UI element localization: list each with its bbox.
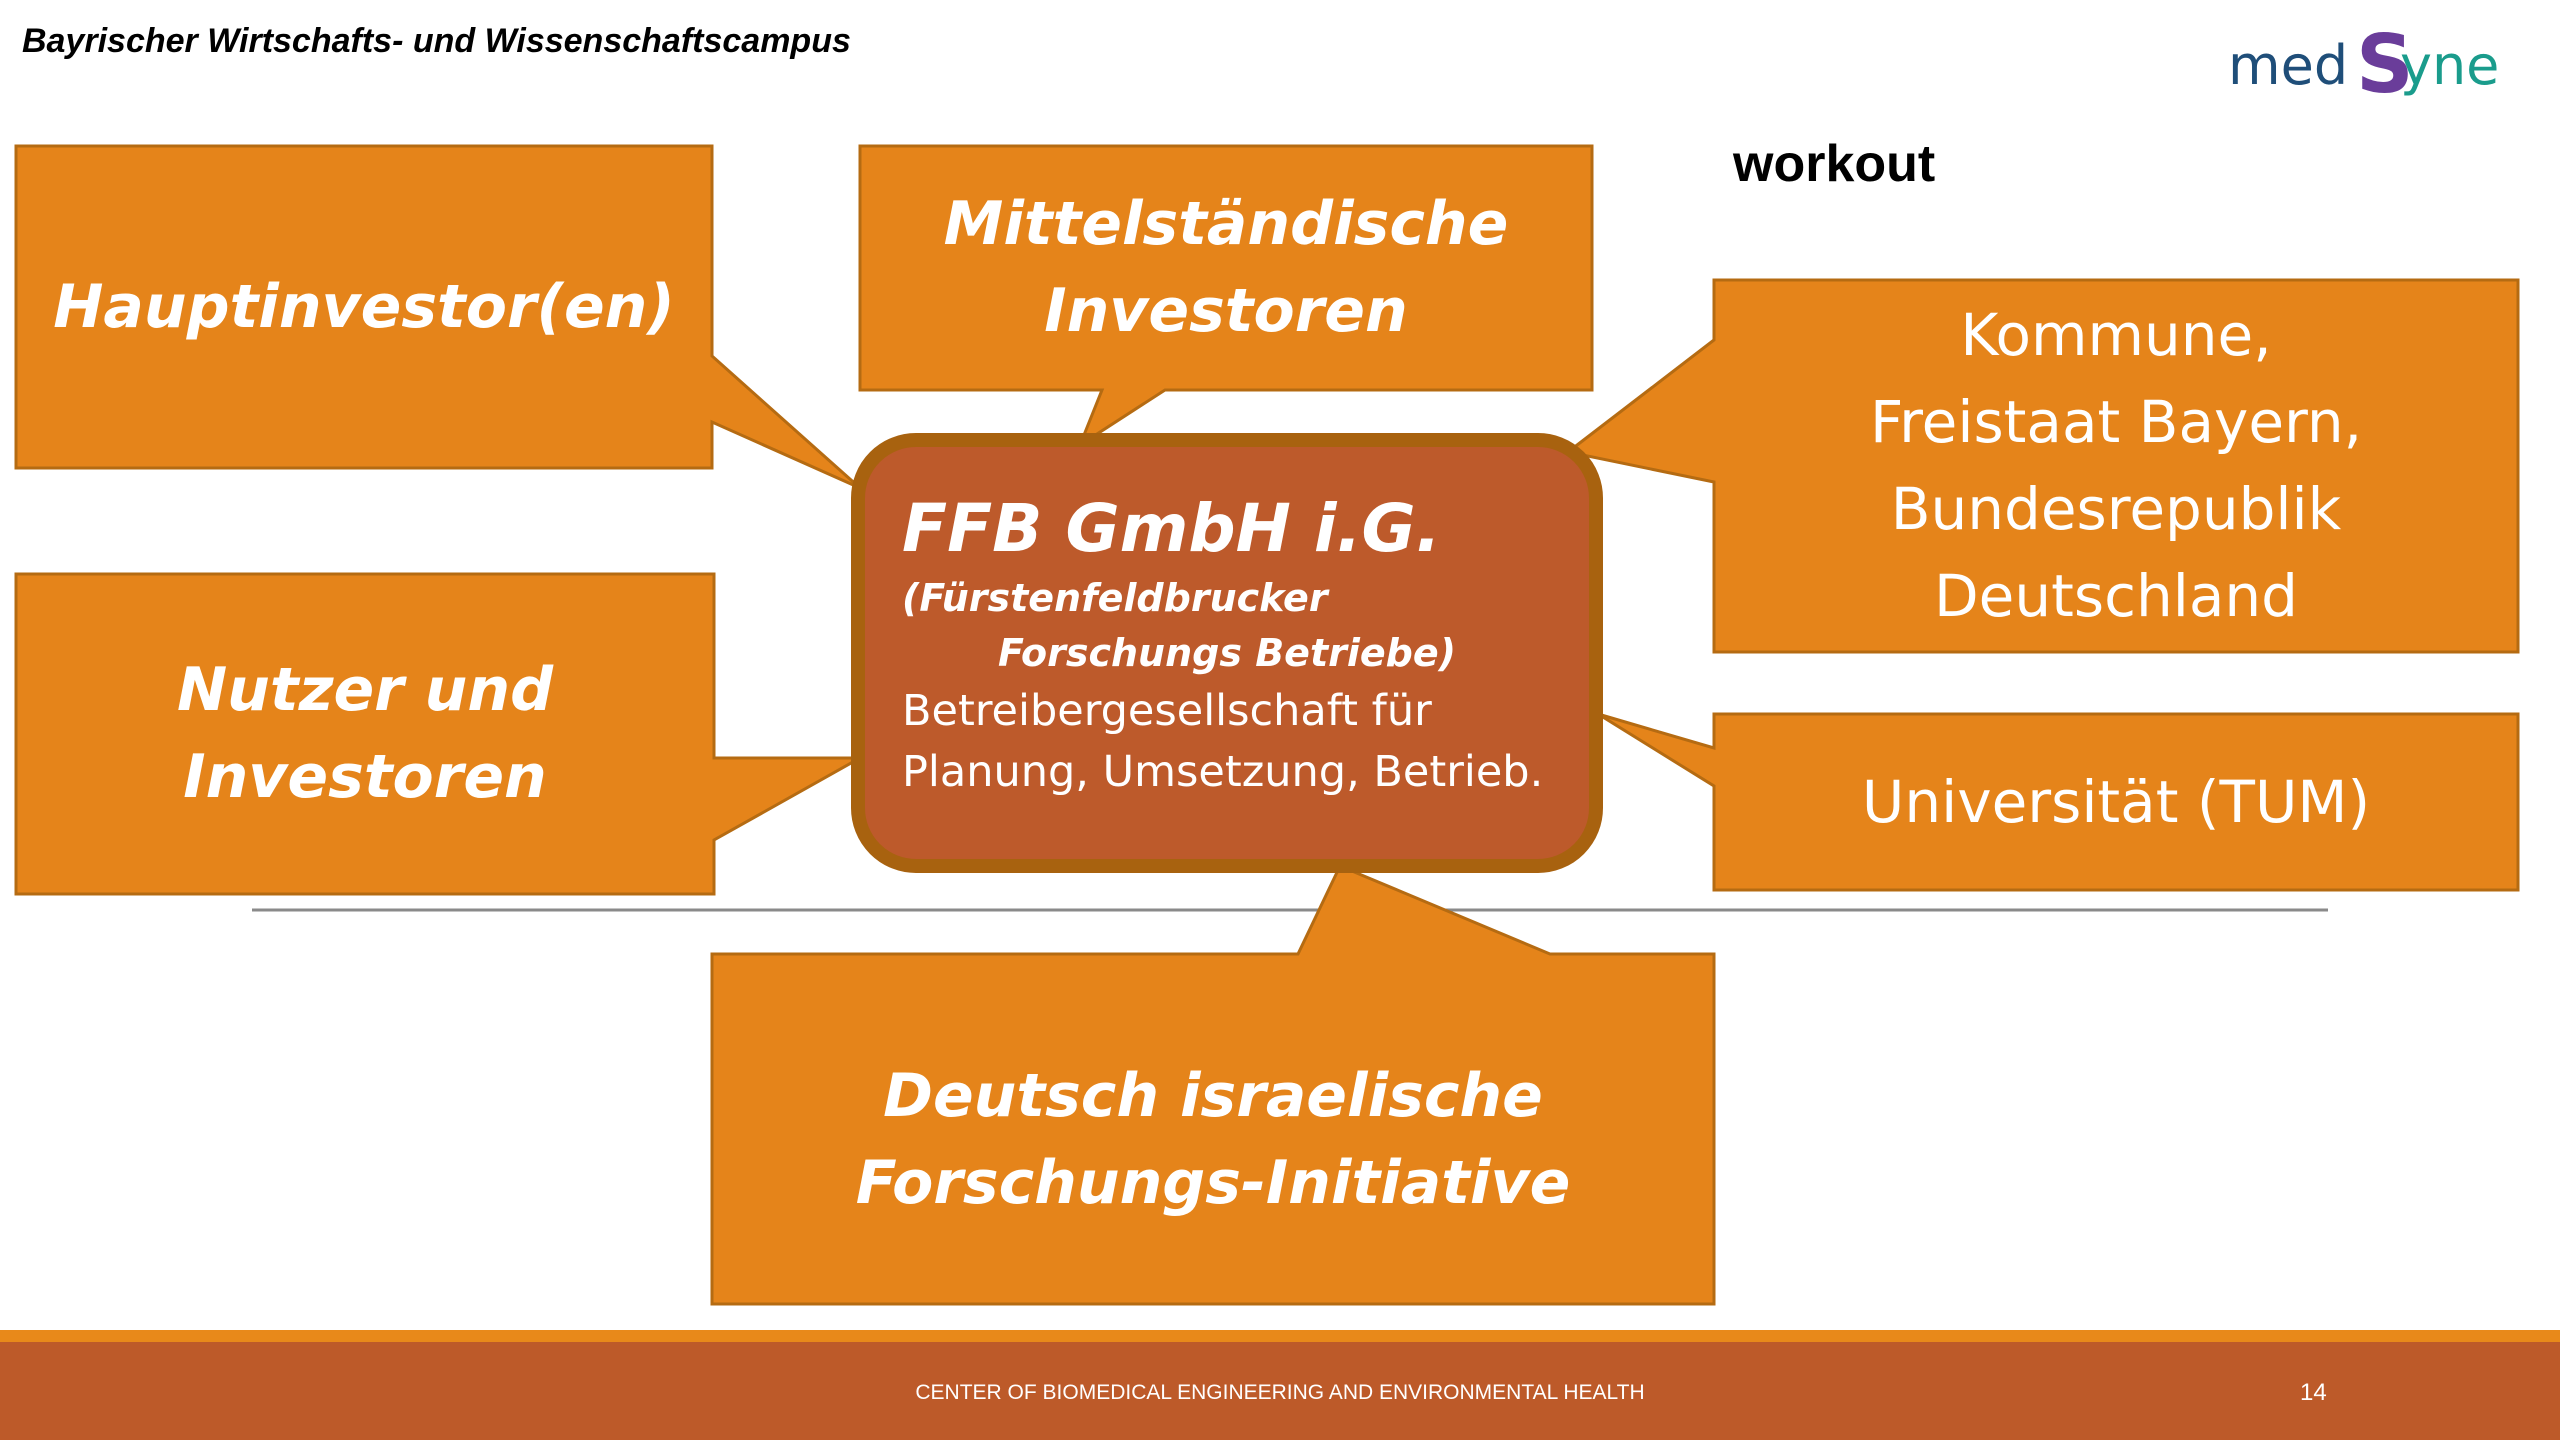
- label-hauptinvestor: Hauptinvestor(en): [53, 271, 675, 342]
- label-deutsch-israelische: Deutsch israelische Forschungs-Initiativ…: [855, 1061, 1571, 1218]
- label-kommune: Kommune, Freistaat Bayern, Bundesrepubli…: [1869, 301, 2363, 630]
- header-title: Bayrischer Wirtschafts- und Wissenschaft…: [22, 22, 851, 60]
- callout-mittelstaendische: [858, 144, 1594, 449]
- center-title: FFB GmbH i.G.: [902, 490, 1441, 567]
- workout-label: workout: [1733, 135, 1936, 193]
- center-subtitle-line1: (Fürstenfeldbrucker: [902, 575, 1328, 620]
- footer-accent-bar: [0, 1330, 2560, 1342]
- footer-bar: [0, 1342, 2560, 1440]
- svg-text:yne: yne: [2400, 34, 2499, 97]
- callout-nutzer: [14, 572, 866, 896]
- callout-deutsch-israelische: [710, 864, 1716, 1306]
- callout-kommune: [1564, 278, 2520, 654]
- center-subtitle-line2: Forschungs Betriebe): [998, 630, 1456, 675]
- page-number: 14: [2300, 1379, 2327, 1406]
- callout-hauptinvestor: [14, 144, 861, 490]
- callout-universitaet: [1597, 712, 2520, 892]
- medsyne-logo: med S yne: [2228, 18, 2499, 111]
- label-nutzer: Nutzer und Investoren: [176, 655, 554, 812]
- svg-text:S: S: [2356, 18, 2414, 111]
- center-text: FFB GmbH i.G. (Fürstenfeldbrucker Forsch…: [902, 488, 1582, 803]
- svg-text:med: med: [2228, 34, 2348, 97]
- center-body: Betreibergesellschaft für Planung, Umset…: [902, 685, 1544, 797]
- label-mittelstaendische: Mittelständische Investoren: [943, 189, 1509, 346]
- label-universitaet: Universität (TUM): [1861, 767, 2371, 836]
- footer-text: CENTER OF BIOMEDICAL ENGINEERING AND ENV…: [915, 1381, 1645, 1404]
- center-box: [851, 433, 1603, 873]
